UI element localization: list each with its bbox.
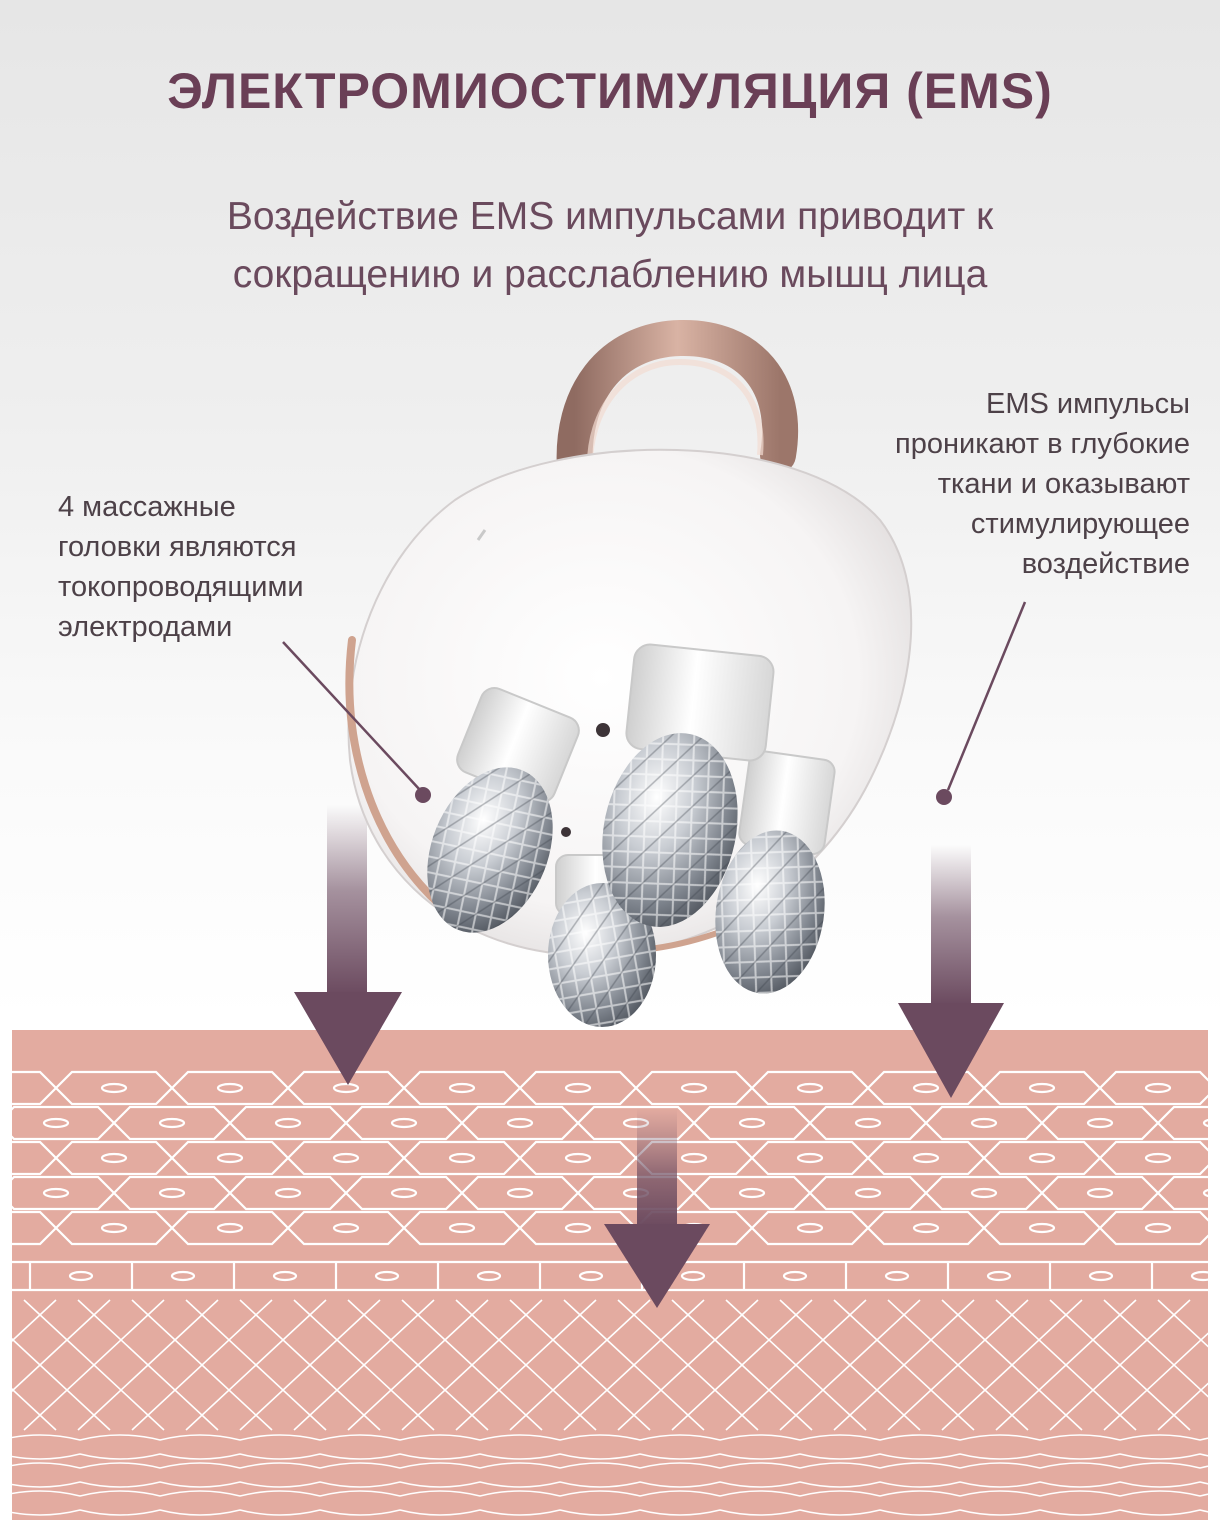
cell-nucleus bbox=[506, 1187, 534, 1199]
subtitle-line-2: сокращению и расслаблению мышц лица bbox=[232, 253, 988, 296]
right-down-arrow-icon bbox=[898, 845, 1004, 1098]
cell-nucleus bbox=[854, 1117, 882, 1129]
cell-nucleus bbox=[448, 1152, 476, 1164]
cell-nucleus bbox=[158, 1117, 186, 1129]
cell-nucleus bbox=[1144, 1152, 1172, 1164]
left-callout-line: токопроводящими bbox=[58, 571, 304, 603]
cell-nucleus bbox=[332, 1152, 360, 1164]
cell-nucleus bbox=[158, 1187, 186, 1199]
cell-nucleus bbox=[1144, 1082, 1172, 1094]
cell-nucleus bbox=[796, 1222, 824, 1234]
left-leader-line bbox=[282, 641, 421, 791]
cell-nucleus bbox=[506, 1117, 534, 1129]
right-callout-line: проникают в глубокие bbox=[895, 428, 1190, 460]
cell-nucleus bbox=[1028, 1222, 1056, 1234]
right-leader-line bbox=[946, 601, 1027, 791]
cell-nucleus bbox=[564, 1222, 592, 1234]
center-down-arrow-icon bbox=[604, 1108, 710, 1308]
cell-nucleus bbox=[796, 1082, 824, 1094]
left-callout-text: 4 массажные головки являются токопроводя… bbox=[58, 487, 378, 647]
right-callout-line: ткани и оказывают bbox=[937, 468, 1190, 500]
cell-nucleus bbox=[912, 1152, 940, 1164]
left-down-arrow-icon bbox=[294, 805, 402, 1085]
massage-head-1 bbox=[427, 687, 580, 933]
subtitle-line-1: Воздействие EMS импульсами приводит к bbox=[226, 195, 994, 238]
cell-nucleus bbox=[42, 1117, 70, 1129]
cell-nucleus bbox=[680, 1152, 708, 1164]
cell bbox=[1156, 1105, 1208, 1141]
cell-nucleus bbox=[100, 1152, 128, 1164]
right-callout-line: EMS импульсы bbox=[986, 388, 1190, 420]
page-title: ЭЛЕКТРОМИОСТИМУЛЯЦИЯ (EMS) bbox=[167, 63, 1053, 119]
cell-nucleus bbox=[1086, 1117, 1114, 1129]
cell-nucleus bbox=[970, 1187, 998, 1199]
cell-nucleus bbox=[100, 1082, 128, 1094]
cell bbox=[1098, 1070, 1208, 1106]
right-callout-line: воздействие bbox=[1021, 548, 1190, 580]
right-callout-text: EMS импульсы проникают в глубокие ткани … bbox=[810, 384, 1190, 584]
cell-nucleus bbox=[970, 1117, 998, 1129]
cell-nucleus bbox=[1144, 1222, 1172, 1234]
cell bbox=[1098, 1140, 1208, 1176]
cell-nucleus bbox=[332, 1222, 360, 1234]
cell-nucleus bbox=[216, 1222, 244, 1234]
cell-nucleus bbox=[1028, 1152, 1056, 1164]
massage-head-2 bbox=[602, 643, 775, 927]
cell-nucleus bbox=[912, 1082, 940, 1094]
subtitle: Воздействие EMS импульсами приводит к со… bbox=[60, 188, 1160, 304]
cell bbox=[1098, 1210, 1208, 1246]
cell-nucleus bbox=[680, 1082, 708, 1094]
cell-nucleus bbox=[390, 1117, 418, 1129]
cell-nucleus bbox=[1028, 1082, 1056, 1094]
cell-nucleus bbox=[42, 1187, 70, 1199]
cell-nucleus bbox=[738, 1187, 766, 1199]
cell-nucleus bbox=[912, 1222, 940, 1234]
left-callout-line: 4 массажные bbox=[58, 491, 236, 523]
cell-nucleus bbox=[448, 1082, 476, 1094]
cell-nucleus bbox=[216, 1152, 244, 1164]
cell-nucleus bbox=[274, 1117, 302, 1129]
handle bbox=[556, 319, 799, 488]
cell-nucleus bbox=[100, 1222, 128, 1234]
cell-nucleus bbox=[448, 1222, 476, 1234]
cell-nucleus bbox=[332, 1082, 360, 1094]
cell-nucleus bbox=[390, 1187, 418, 1199]
cell-nucleus bbox=[796, 1152, 824, 1164]
cell-nucleus bbox=[274, 1187, 302, 1199]
cell-nucleus bbox=[564, 1082, 592, 1094]
left-callout-line: головки являются bbox=[58, 531, 297, 563]
right-leader-dot bbox=[936, 789, 952, 805]
massage-head-3 bbox=[715, 750, 836, 994]
cell-nucleus bbox=[1202, 1118, 1208, 1128]
cell-nucleus bbox=[1202, 1188, 1208, 1198]
cell bbox=[1156, 1175, 1208, 1211]
cell-nucleus bbox=[854, 1187, 882, 1199]
massage-head-4 bbox=[548, 854, 656, 1027]
cell-nucleus bbox=[1086, 1187, 1114, 1199]
left-leader-dot bbox=[415, 787, 431, 803]
cell-nucleus bbox=[738, 1117, 766, 1129]
cell-nucleus bbox=[564, 1152, 592, 1164]
left-callout-line: электродами bbox=[58, 611, 233, 643]
cell-nucleus bbox=[216, 1082, 244, 1094]
right-callout-line: стимулирующее bbox=[970, 508, 1190, 540]
